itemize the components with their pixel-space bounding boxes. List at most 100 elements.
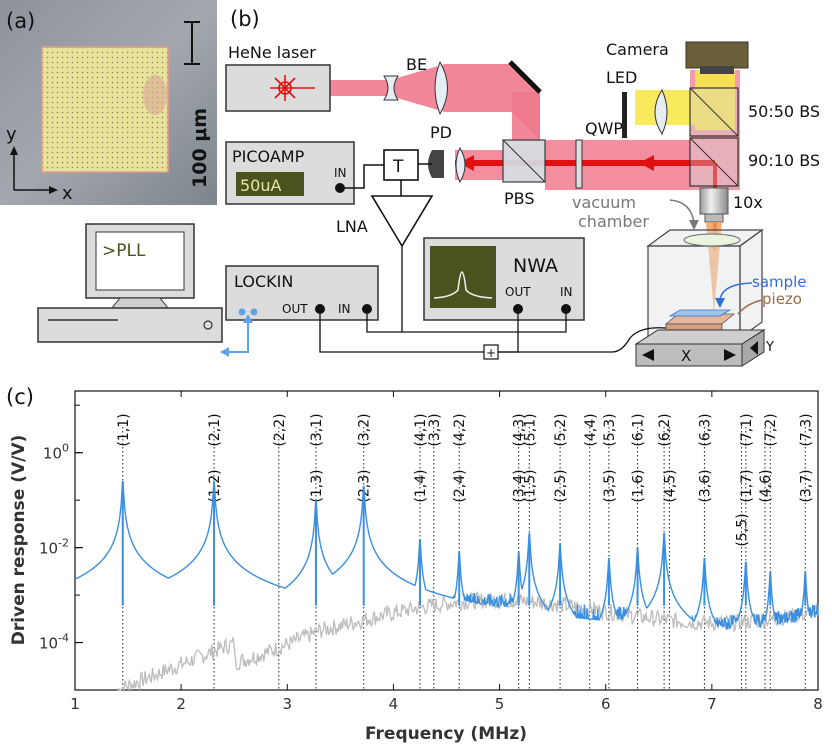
mode-label: (4,2)	[452, 413, 468, 446]
bs-5050-label: 50:50 BS	[748, 102, 820, 121]
nwa-resonance-trace	[433, 271, 493, 299]
picoamp-in-port	[335, 183, 345, 193]
piezo-pointer	[737, 299, 763, 315]
mode-label: (1,7)	[739, 469, 755, 502]
y-tick-exponent: -2	[58, 537, 69, 550]
sample-layer	[668, 309, 732, 317]
nwa-out-label: OUT	[505, 285, 531, 299]
lockin-in-label: IN	[338, 302, 351, 316]
nwa-display	[430, 246, 496, 308]
pc-power	[203, 320, 213, 330]
return-arrow-2	[459, 155, 474, 171]
pbs-label: PBS	[504, 189, 535, 208]
panel-a-label: (a)	[6, 9, 35, 33]
mode-label: (1,4)	[413, 469, 429, 502]
mode-labels: (1,1)(2,1)(1,2)(2,2)(3,1)(1,3)(3,2)(2,3)…	[116, 413, 814, 546]
mode-label: (7,2)	[763, 413, 779, 446]
objective-label: 10x	[733, 193, 763, 212]
mode-label: (4,6)	[758, 469, 774, 502]
mode-label: (1,1)	[116, 413, 132, 446]
mode-label: (5,5)	[735, 513, 751, 546]
mirror	[508, 60, 542, 94]
hene-laser-label: HeNe laser	[228, 43, 316, 62]
nwa-in-label: IN	[560, 285, 573, 299]
pd-label: PD	[430, 123, 452, 142]
lockin-usb-port-2	[250, 308, 258, 316]
led-label: LED	[606, 68, 637, 87]
qwp-label: QWP	[585, 119, 623, 138]
mode-label: (6,3)	[697, 413, 713, 446]
camera-mount	[700, 66, 734, 74]
mode-label: (1,3)	[309, 469, 325, 502]
x-tick-label: 2	[176, 695, 186, 713]
mode-label: (6,2)	[657, 413, 673, 446]
plot-frame	[74, 390, 819, 691]
led-lens	[654, 88, 668, 136]
wire-lna-down	[401, 246, 567, 333]
usb-arrow-left	[220, 347, 229, 357]
mode-label: (2,4)	[452, 469, 468, 502]
sample-pointer	[719, 282, 753, 301]
mode-label: (3,2)	[357, 413, 373, 446]
wire-to-piezo	[498, 327, 667, 353]
x-tick-label: 7	[707, 695, 717, 713]
sample-label: sample	[752, 273, 807, 291]
wire-tee-picoamp	[345, 164, 384, 189]
panel-c-label: (c)	[6, 385, 34, 409]
axis-y-label: y	[6, 124, 17, 145]
pbs-diagonal	[502, 139, 546, 183]
mode-label: (3,4)	[512, 469, 528, 502]
computer-screen-text: >PLL	[102, 241, 146, 261]
spectrum-trace-gray	[116, 590, 819, 693]
chamber-window	[683, 233, 741, 247]
mode-label: (4,1)	[413, 413, 429, 446]
stage-x-label: X	[681, 347, 691, 365]
x-axis-label: Frequency (MHz)	[365, 724, 527, 744]
x-tick-label: 4	[389, 695, 399, 713]
lockin-out-label: OUT	[282, 302, 308, 316]
scale-bar-label: 100 μm	[189, 108, 211, 188]
led-source	[622, 92, 627, 138]
stage-y-label: Y	[765, 340, 774, 355]
axis-x-label: x	[62, 183, 73, 204]
axis-y-arrowhead	[10, 146, 18, 155]
y-tick-label: 10-2	[39, 537, 69, 558]
x-tick-label: 3	[283, 695, 293, 713]
y-tick-base: 10	[43, 445, 62, 463]
mode-label: (6,1)	[631, 413, 647, 446]
be-label: BE	[406, 55, 427, 74]
mode-label: (1,5)	[522, 469, 538, 502]
mode-label: (2,2)	[272, 413, 288, 446]
picoamp-in-label: IN	[334, 166, 347, 180]
vacuum-label-line1: vacuum	[572, 193, 636, 212]
y-tick-label: 100	[43, 442, 69, 463]
panel-b-label: (b)	[230, 7, 260, 31]
laser-beam-to-mirror	[445, 64, 540, 140]
pd-lens	[455, 146, 466, 184]
laser-beam-down	[512, 92, 540, 142]
mode-label: (3,5)	[602, 469, 618, 502]
picoamp-display	[236, 172, 304, 196]
lockin-label: LOCKIN	[234, 272, 293, 291]
bs-5050-diagonal	[689, 87, 739, 137]
mode-label: (5,1)	[522, 413, 538, 446]
spectrum-trace-blue	[74, 481, 819, 630]
nwa-in-port	[561, 304, 571, 314]
y-axis-label: Driven response (V/V)	[9, 435, 29, 646]
usb-cable	[222, 316, 249, 353]
panel-b: (b) HeNe laser BE PBS	[37, 7, 820, 367]
mode-label: (3,3)	[427, 413, 443, 446]
y-tick-exponent: -4	[58, 632, 69, 645]
mode-label: (5,2)	[553, 413, 569, 446]
panel-a: (a) 100 μm y x	[0, 0, 217, 205]
x-tick-label: 1	[70, 695, 80, 713]
pd-detector	[428, 150, 444, 178]
usb-arrow-up	[243, 314, 253, 323]
wire-lockin-out	[319, 314, 484, 353]
computer	[37, 223, 223, 343]
membrane-blemish	[143, 75, 167, 115]
mode-label: (4,5)	[662, 469, 678, 502]
vacuum-label-line2: chamber	[578, 212, 649, 231]
y-tick-label: 10-4	[39, 632, 69, 653]
return-arrow-1	[639, 155, 654, 171]
